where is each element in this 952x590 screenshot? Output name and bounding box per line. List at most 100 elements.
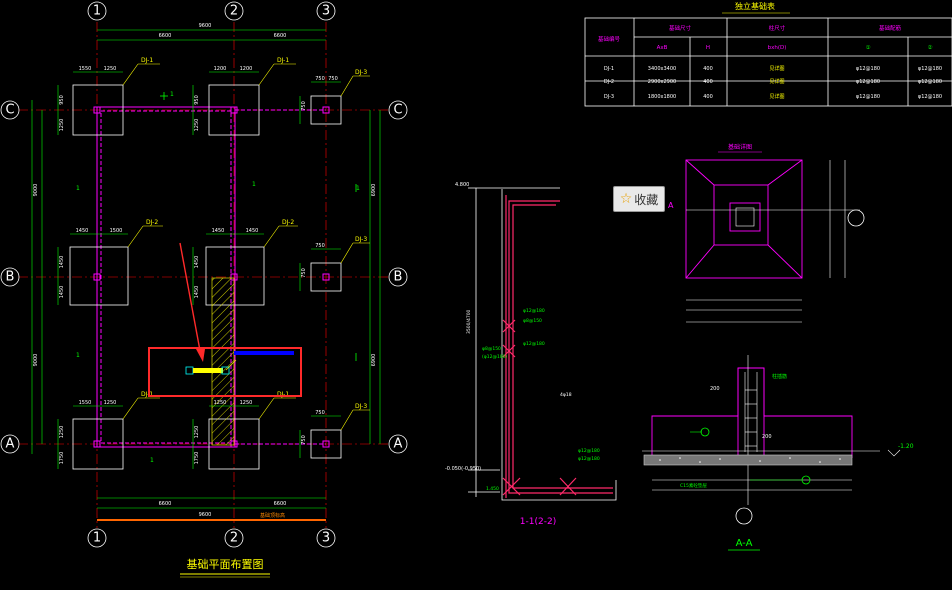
svg-text:3500/4700: 3500/4700 [466, 309, 472, 334]
selection-box[interactable] [148, 347, 302, 397]
aa-plan-title: 基础详图 [728, 143, 752, 151]
table-cell: 见详图 [769, 78, 784, 85]
grid-bubble-right-b: B [394, 270, 403, 285]
svg-text:1450: 1450 [194, 286, 200, 299]
svg-text:基础顶标高: 基础顶标高 [260, 512, 285, 519]
grid-bubbles: 1 2 3 1 2 3 C B A C B A [0, 1, 408, 548]
table-cell: 见详图 [769, 65, 784, 72]
svg-text:φ8@150: φ8@150 [482, 346, 501, 352]
svg-text:9600: 9600 [199, 23, 212, 29]
table-header: 基础配筋 [879, 24, 902, 32]
svg-text:950: 950 [194, 95, 200, 105]
table-header: ① [866, 45, 871, 51]
section-mark: 1 [76, 185, 80, 192]
svg-text:1250: 1250 [59, 119, 65, 132]
svg-text:1250: 1250 [214, 400, 227, 406]
svg-text:1450: 1450 [76, 228, 89, 234]
table-cell: φ12@180 [856, 66, 880, 72]
table-title: 独立基础表 [735, 1, 775, 11]
grid-bubble-left-a: A [6, 437, 15, 452]
svg-text:1250: 1250 [59, 426, 65, 439]
svg-text:750: 750 [301, 435, 307, 445]
table-cell: 1800x1800 [648, 94, 676, 100]
table-header: AxB [657, 45, 668, 51]
favorite-label: 收藏 [634, 192, 659, 207]
svg-text:750: 750 [301, 268, 307, 278]
table-cell: φ12@180 [918, 94, 942, 100]
svg-text:6600: 6600 [159, 33, 172, 39]
table-cell: φ12@180 [856, 79, 880, 85]
aa-detail-plan: 基础详图 A [668, 143, 865, 323]
svg-text:9000: 9000 [33, 184, 39, 197]
table-cell: φ12@180 [918, 79, 942, 85]
svg-text:750: 750 [301, 101, 307, 111]
svg-text:1450: 1450 [212, 228, 225, 234]
star-icon: ☆ [619, 191, 633, 207]
plan-title: 基础平面布置图 [187, 558, 264, 571]
svg-text:6900: 6900 [371, 184, 377, 197]
table-cell: 400 [703, 94, 713, 100]
svg-text:4φ18: 4φ18 [560, 392, 572, 398]
svg-text:1.450: 1.450 [486, 486, 499, 492]
svg-text:750: 750 [315, 410, 325, 416]
grid-bubble-top-3: 3 [322, 4, 330, 19]
table-header: ② [928, 44, 933, 51]
section-mark: 1 [252, 181, 256, 188]
table-cell: 见详图 [769, 93, 784, 100]
foundation-tag: DJ-3 [355, 403, 367, 410]
svg-text:200: 200 [710, 386, 720, 392]
svg-text:1500: 1500 [110, 228, 123, 234]
svg-text:1450: 1450 [59, 286, 65, 299]
table-header: 基础编号 [598, 35, 621, 43]
grid-bubble-top-1: 1 [93, 4, 101, 19]
svg-text:1250: 1250 [194, 119, 200, 132]
svg-text:1200: 1200 [214, 66, 227, 72]
foundation-tag: DJ-1 [277, 391, 289, 398]
section-1-1: φ12@180 φ8@150 φ12@180 φ8@150 (φ12@180) … [445, 182, 617, 527]
svg-text:750: 750 [315, 243, 325, 249]
foundation-plan: 9600 6600 6600 1550 1250 1200 1200 1450 … [18, 22, 390, 578]
table-cell: φ12@180 [856, 94, 880, 100]
section-mark: 1 [170, 91, 174, 98]
grid-bubble-left-c: C [5, 103, 14, 118]
table-cell: DJ-2 [604, 79, 614, 85]
table-cell: 2900x2900 [648, 79, 676, 85]
svg-text:φ8@150: φ8@150 [523, 318, 542, 324]
svg-text:1250: 1250 [194, 426, 200, 439]
table-header: 柱尺寸 [769, 24, 786, 32]
svg-text:1250: 1250 [104, 400, 117, 406]
svg-text:柱插筋: 柱插筋 [772, 373, 787, 380]
favorite-button[interactable]: ☆ 收藏 [613, 186, 665, 212]
table-header: H [706, 45, 710, 51]
svg-text:750: 750 [315, 76, 325, 82]
svg-text:1450: 1450 [246, 228, 259, 234]
aa-caption: A-A [736, 538, 753, 549]
svg-text:φ12@180: φ12@180 [578, 448, 600, 454]
svg-text:1550: 1550 [79, 400, 92, 406]
foundation-tag: DJ-2 [282, 219, 294, 226]
section-bottom-level: -0.050(-0.950) [445, 466, 481, 472]
foundation-tag: DJ-2 [146, 219, 158, 226]
grid-bubble-bottom-3: 3 [322, 531, 330, 546]
svg-text:950: 950 [59, 95, 65, 105]
svg-text:φ12@180: φ12@180 [523, 341, 545, 347]
table-cell: 3400x3400 [648, 66, 676, 72]
grid-bubble-left-b: B [6, 270, 15, 285]
section-top-level: 4.800 [455, 182, 469, 188]
selected-element[interactable] [185, 351, 294, 375]
grid-bubble-right-c: C [393, 103, 402, 118]
section-caption: 1-1(2-2) [520, 517, 556, 527]
section-mark: 1 [76, 352, 80, 359]
table-cell: DJ-3 [604, 94, 614, 100]
grid-bubble-top-2: 2 [230, 4, 238, 19]
svg-text:1450: 1450 [194, 256, 200, 269]
grid-bubble-bottom-2: 2 [230, 531, 238, 546]
svg-text:1750: 1750 [59, 452, 65, 465]
foundation-table: 独立基础表 基础编号 基础尺寸 AxB H 柱尺寸 bxh(D) 基础配筋 ① … [584, 1, 952, 107]
svg-text:(φ12@180): (φ12@180) [482, 354, 508, 360]
table-cell: φ12@180 [918, 66, 942, 72]
svg-text:φ12@180: φ12@180 [578, 456, 600, 462]
svg-text:1250: 1250 [240, 400, 253, 406]
svg-text:6600: 6600 [274, 501, 287, 507]
